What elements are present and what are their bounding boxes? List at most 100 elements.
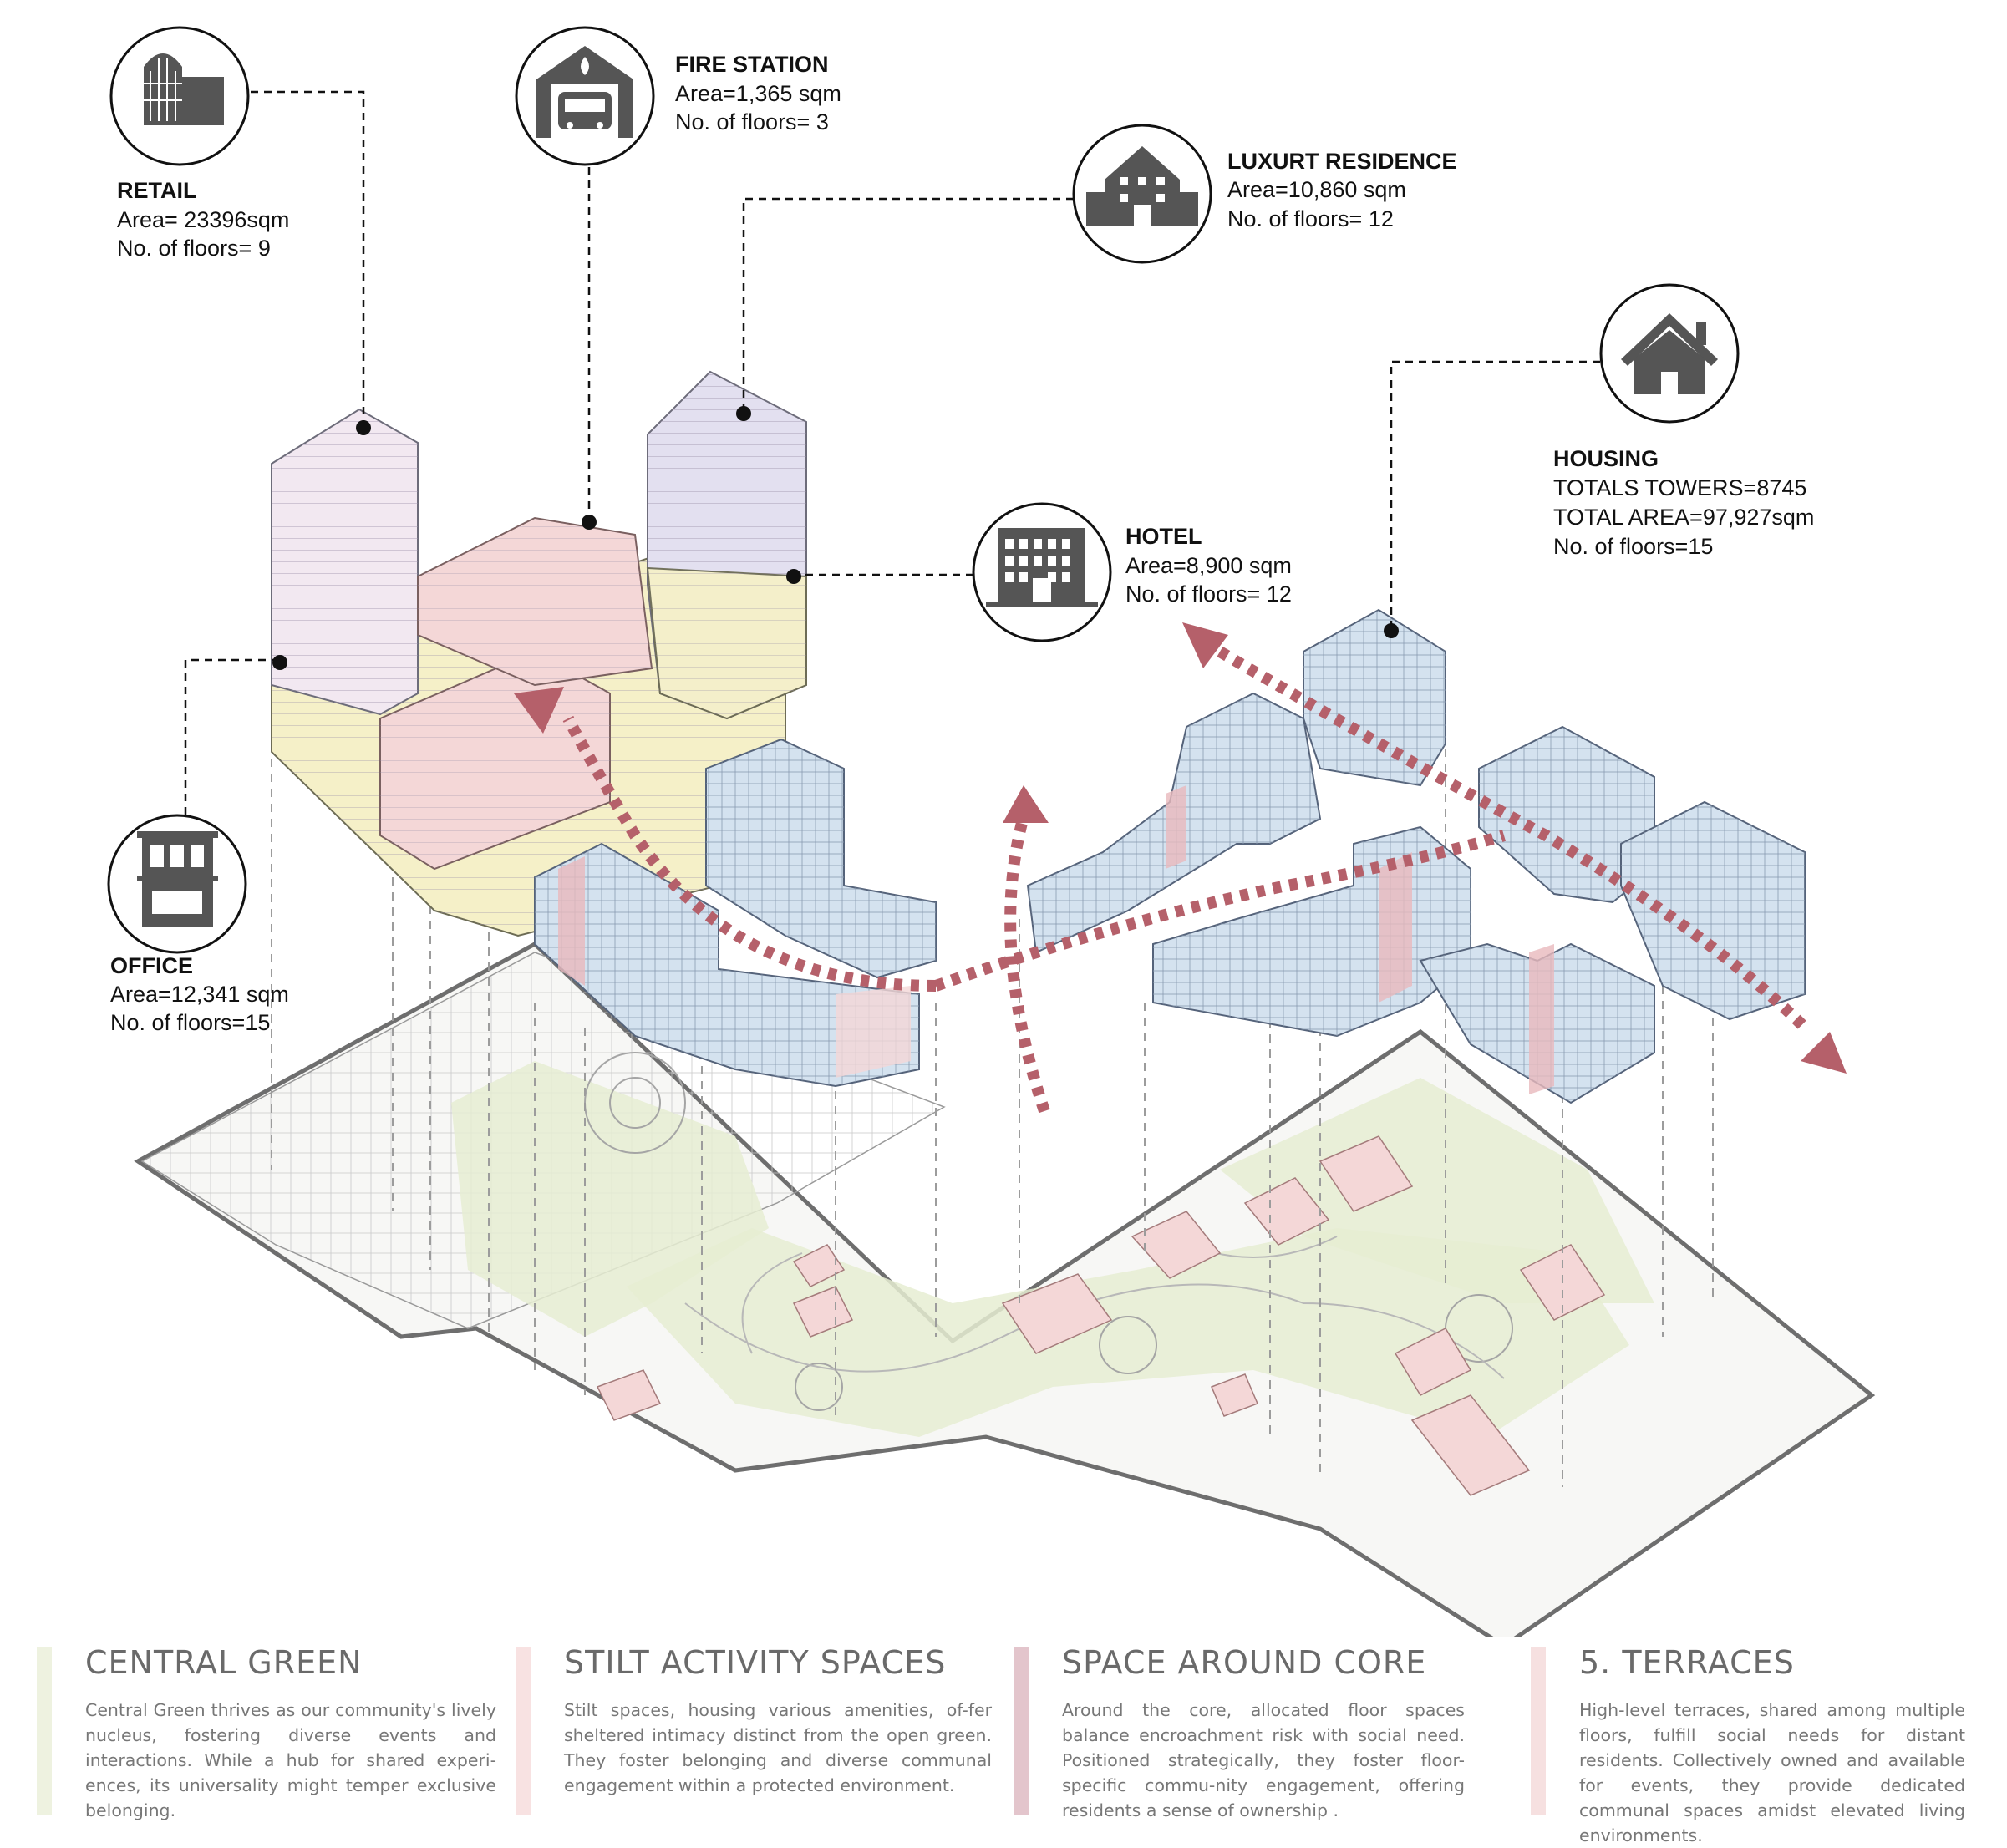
legend-text: Stilt spaces, housing various amenities,… xyxy=(564,1700,992,1795)
luxury-residence-icon xyxy=(1086,146,1198,226)
legend-text: High-level terraces, shared among multip… xyxy=(1579,1700,1965,1845)
legend-color-bar xyxy=(1014,1647,1029,1815)
central-green-middle xyxy=(627,1228,1629,1437)
office-title: OFFICE xyxy=(110,953,193,978)
arrow-path-3 xyxy=(933,830,1507,992)
roundabout-1 xyxy=(795,1363,843,1411)
stilt-box-10 xyxy=(1211,1373,1258,1417)
fire-station-title: FIRE STATION xyxy=(675,52,829,77)
hotel-floors-stripes xyxy=(648,568,806,718)
stilt-box-9 xyxy=(1410,1394,1531,1496)
office-area: Area=12,341 sqm xyxy=(110,982,289,1007)
arrow-head-2 xyxy=(1003,785,1049,823)
stilt-box-3 xyxy=(1001,1273,1113,1354)
luxury-floors: No. of floors= 12 xyxy=(1227,206,1394,231)
legend-title: CENTRAL GREEN xyxy=(85,1644,363,1681)
leader-housing xyxy=(1390,360,1600,631)
legend-color-bar xyxy=(37,1647,52,1815)
stilt-box-6 xyxy=(1319,1135,1414,1212)
leader-luxury xyxy=(742,197,1074,414)
arrow-head-4 xyxy=(1801,1032,1847,1074)
fire-station-icon-badge xyxy=(515,26,655,166)
retail-building-icon xyxy=(144,53,224,125)
arrow-path-4 xyxy=(1217,646,1809,1032)
leader-dots xyxy=(272,406,1399,670)
fire-station-floors: No. of floors= 3 xyxy=(675,109,829,135)
plaza-circle-inner xyxy=(609,1077,661,1129)
legend-title: 5. TERRACES xyxy=(1579,1644,1795,1681)
housing-cluster-6-pink xyxy=(1529,944,1554,1094)
luxury-area: Area=10,860 sqm xyxy=(1227,177,1406,202)
office-icon-badge xyxy=(107,814,247,954)
housing-cluster-4-grid xyxy=(1303,610,1446,785)
dot-retail xyxy=(356,420,371,435)
stilt-box-8 xyxy=(1394,1328,1472,1396)
housing-cluster-8-grid xyxy=(1621,802,1805,1019)
legend-terraces: 5. TERRACES High-level terraces, shared … xyxy=(1531,1644,1974,1845)
leader-lines xyxy=(184,90,1600,815)
axonometric-diagram: RETAIL Area= 23396sqm No. of floors= 9 F… xyxy=(107,26,1876,1637)
legend-color-bar xyxy=(1531,1647,1546,1815)
luxury-title: LUXURT RESIDENCE xyxy=(1227,149,1457,174)
retail-tower-stripes xyxy=(272,409,418,714)
fire-station-area: Area=1,365 sqm xyxy=(675,81,841,106)
housing-clusters xyxy=(534,608,1806,1104)
leader-office xyxy=(184,658,280,815)
retail-title: RETAIL xyxy=(117,178,197,203)
retail-floors: No. of floors= 9 xyxy=(117,236,271,261)
housing-cluster-3-pink xyxy=(1166,785,1186,869)
stilt-box-4 xyxy=(1131,1211,1222,1279)
label-retail: RETAIL Area= 23396sqm No. of floors= 9 xyxy=(117,178,289,261)
label-fire-station: FIRE STATION Area=1,365 sqm No. of floor… xyxy=(675,52,841,135)
housing-cluster-1-grid xyxy=(535,844,919,1086)
housing-cluster-1-pink-a xyxy=(558,856,585,986)
arrow-head-1 xyxy=(514,687,564,734)
arrow-path-1 xyxy=(562,715,937,992)
arrow-path-2 xyxy=(1004,800,1050,1114)
legend-title: SPACE AROUND CORE xyxy=(1062,1644,1427,1681)
legend-color-bar xyxy=(516,1647,531,1815)
label-office: OFFICE Area=12,341 sqm No. of floors=15 xyxy=(110,953,289,1035)
fire-station-icon xyxy=(536,46,633,138)
housing-towers: TOTALS TOWERS=8745 xyxy=(1553,475,1806,500)
housing-cluster-7-grid xyxy=(1479,727,1654,902)
housing-title: HOUSING xyxy=(1553,446,1659,471)
house-icon xyxy=(1621,313,1718,394)
leader-retail xyxy=(251,90,365,426)
housing-cluster-5-pink xyxy=(1379,852,1412,1003)
housing-cluster-1-pink-b xyxy=(836,986,911,1078)
housing-cluster-2-grid xyxy=(706,739,936,977)
roundabout-2 xyxy=(1099,1316,1157,1374)
dot-fire-station xyxy=(582,515,597,530)
mixed-use-complex xyxy=(271,370,807,937)
legend-stilt-activity-spaces: STILT ACTIVITY SPACES Stilt spaces, hous… xyxy=(516,1644,992,1815)
legend-space-around-core: SPACE AROUND CORE Around the core, alloc… xyxy=(1014,1644,1465,1820)
housing-floors: No. of floors=15 xyxy=(1553,534,1713,559)
stilt-box-1 xyxy=(596,1369,662,1421)
dot-hotel xyxy=(786,569,801,584)
label-luxury-residence: LUXURT RESIDENCE Area=10,860 sqm No. of … xyxy=(1227,149,1457,231)
housing-icon-badge xyxy=(1599,283,1740,424)
dot-luxury xyxy=(736,406,751,421)
housing-area: TOTAL AREA=97,927sqm xyxy=(1553,505,1814,530)
label-hotel: HOTEL Area=8,900 sqm No. of floors= 12 xyxy=(1125,524,1292,607)
fire-station-stripes xyxy=(418,518,652,685)
office-building-icon xyxy=(137,831,218,927)
legend-text: Around the core, allocated floor spaces … xyxy=(1062,1700,1465,1820)
arrow-head-3 xyxy=(1182,622,1228,668)
dot-office xyxy=(272,655,287,670)
stilt-box-5 xyxy=(1243,1177,1330,1246)
arrow-heads xyxy=(514,622,1847,1074)
movement-arrows xyxy=(562,646,1809,1114)
retail-icon-badge xyxy=(109,26,250,166)
office-floors: No. of floors=15 xyxy=(110,1010,270,1035)
retail-area: Area= 23396sqm xyxy=(117,207,289,232)
label-housing: HOUSING TOTALS TOWERS=8745 TOTAL AREA=97… xyxy=(1553,446,1814,559)
hotel-icon xyxy=(986,528,1098,607)
legend-text: Central Green thrives as our community's… xyxy=(85,1700,496,1820)
stilt-box-11 xyxy=(792,1244,846,1287)
stilt-box-2 xyxy=(792,1286,854,1338)
luxury-residence-icon-badge xyxy=(1072,124,1212,264)
hotel-area: Area=8,900 sqm xyxy=(1125,553,1292,578)
hotel-icon-badge xyxy=(972,502,1112,642)
